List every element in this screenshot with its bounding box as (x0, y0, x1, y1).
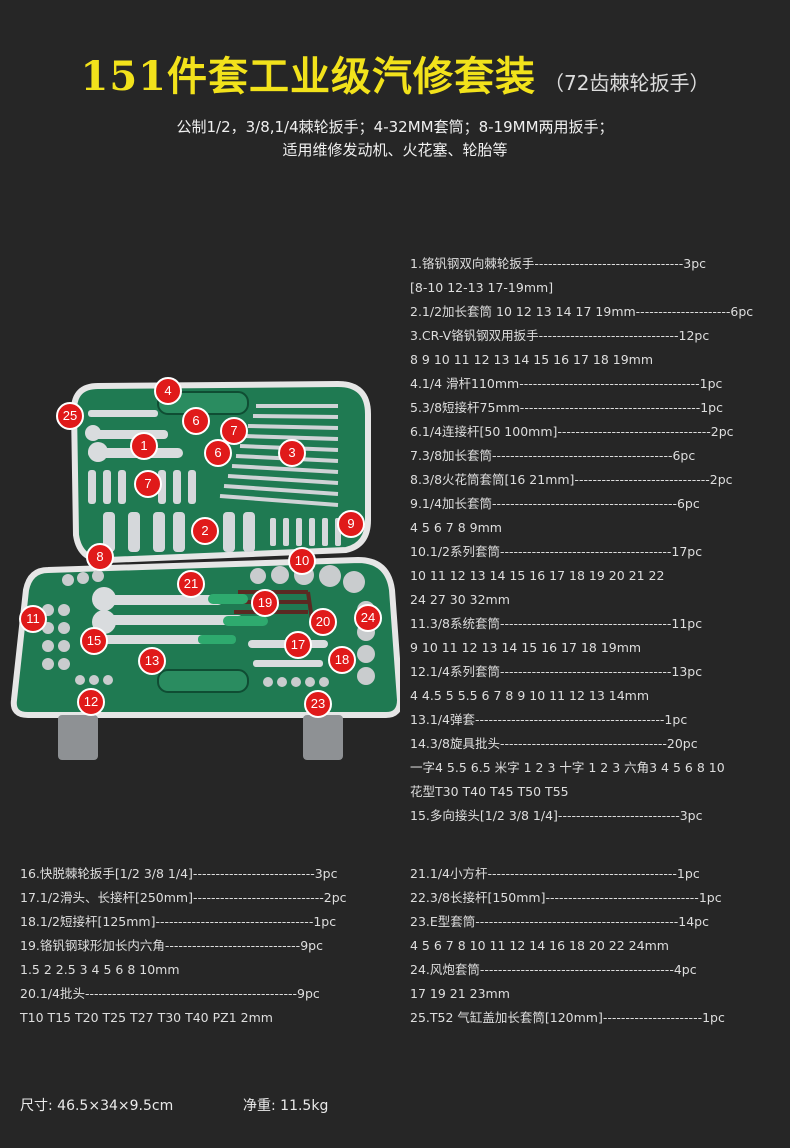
callout-4: 4 (154, 377, 182, 405)
list-item: 17.1/2滑头、长接杆[250mm]---------------------… (20, 890, 347, 905)
list-item: 1.铬钒钢双向棘轮扳手-----------------------------… (410, 256, 707, 271)
subtitle-line-1: 公制1/2，3/8,1/4棘轮扳手；4-32MM套筒；8-19MM两用扳手； (176, 118, 614, 136)
list-item: T10 T15 T20 T25 T27 T30 T40 PZ1 2mm (20, 1010, 273, 1025)
callout-23: 23 (304, 690, 332, 718)
list-item: 4.1/4 滑杆110mm---------------------------… (410, 376, 723, 391)
callout-3: 3 (278, 439, 306, 467)
list-item: 20.1/4批头--------------------------------… (20, 986, 320, 1001)
list-item: 9 10 11 12 13 14 15 16 17 18 19mm (410, 640, 642, 655)
callout-7b: 7 (134, 470, 162, 498)
list-item: 22.3/8长接杆[150mm]------------------------… (410, 890, 722, 905)
list-item: 25.T52 气缸盖加长套筒[120mm]-------------------… (410, 1010, 725, 1025)
callout-20: 20 (309, 608, 337, 636)
list-item: 8.3/8火花筒套筒[16 21mm]---------------------… (410, 472, 733, 487)
list-item: 1.5 2 2.5 3 4 5 6 8 10mm (20, 962, 180, 977)
callout-12: 12 (77, 688, 105, 716)
list-item: 10.1/2系列套筒------------------------------… (410, 544, 703, 559)
list-item: 7.3/8加长套筒-------------------------------… (410, 448, 696, 463)
callout-19: 19 (251, 589, 279, 617)
list-item: 6.1/4连接杆[50 100mm]----------------------… (410, 424, 734, 439)
callout-18: 18 (328, 646, 356, 674)
title-main: 151件套工业级汽修套装 (80, 53, 537, 100)
toolset-image: 4 25 6 7 1 6 3 7 2 9 8 10 21 11 19 20 24… (8, 370, 404, 770)
list-item: 17 19 21 23mm (410, 986, 510, 1001)
list-item: 21.1/4小方杆-------------------------------… (410, 866, 700, 881)
title: 151件套工业级汽修套装 （72齿棘轮扳手） (0, 44, 790, 102)
list-item: 4 4.5 5 5.5 6 7 8 9 10 11 12 13 14mm (410, 688, 650, 703)
callout-6: 6 (182, 407, 210, 435)
callout-8: 8 (86, 543, 114, 571)
callout-11: 11 (19, 605, 47, 633)
callout-21: 21 (177, 570, 205, 598)
subtitle-line-2: 适用维修发动机、火花塞、轮胎等 (282, 141, 508, 159)
parts-list-bottom-left: 16.快脱棘轮扳手[1/2 3/8 1/4]------------------… (20, 862, 347, 1030)
list-item: 15.多向接头[1/2 3/8 1/4]--------------------… (410, 808, 703, 823)
parts-list-bottom-right: 21.1/4小方杆-------------------------------… (410, 862, 725, 1030)
callout-1: 1 (130, 432, 158, 460)
list-item: 5.3/8短接杆75mm----------------------------… (410, 400, 723, 415)
list-item: [8-10 12-13 17-19mm] (410, 280, 554, 295)
list-item: 18.1/2短接杆[125mm]------------------------… (20, 914, 337, 929)
list-item: 4 5 6 7 8 10 11 12 14 16 18 20 22 24mm (410, 938, 669, 953)
list-item: 2.1/2加长套筒 10 12 13 14 17 19mm-----------… (410, 304, 754, 319)
list-item: 10 11 12 13 14 15 16 17 18 19 20 21 22 (410, 568, 665, 583)
list-item: 一字4 5.5 6.5 米字 1 2 3 十字 1 2 3 六角3 4 5 6 … (410, 760, 725, 775)
list-item: 23.E型套筒---------------------------------… (410, 914, 709, 929)
list-item: 4 5 6 7 8 9mm (410, 520, 502, 535)
callout-2: 2 (191, 517, 219, 545)
list-item: 3.CR-V铬钒钢双用扳手---------------------------… (410, 328, 710, 343)
list-item: 9.1/4加长套筒-------------------------------… (410, 496, 700, 511)
title-sub: （72齿棘轮扳手） (544, 71, 710, 95)
list-item: 花型T30 T40 T45 T50 T55 (410, 784, 569, 799)
list-item: 16.快脱棘轮扳手[1/2 3/8 1/4]------------------… (20, 866, 338, 881)
callout-15: 15 (80, 627, 108, 655)
callout-24: 24 (354, 604, 382, 632)
callout-9: 9 (337, 510, 365, 538)
callout-7: 7 (220, 417, 248, 445)
list-item: 11.3/8系统套筒------------------------------… (410, 616, 703, 631)
list-item: 12.1/4系列套筒------------------------------… (410, 664, 703, 679)
callout-17: 17 (284, 631, 312, 659)
callout-6b: 6 (204, 439, 232, 467)
callout-10: 10 (288, 547, 316, 575)
spec-size: 尺寸: 46.5×34×9.5cm (20, 1098, 174, 1114)
callout-13: 13 (138, 647, 166, 675)
parts-list-right: 1.铬钒钢双向棘轮扳手-----------------------------… (410, 252, 753, 828)
toolset-case-illustration (10, 380, 404, 760)
list-item: 24.风炮套筒---------------------------------… (410, 962, 697, 977)
spec-weight: 净重: 11.5kg (243, 1098, 329, 1114)
list-item: 24 27 30 32mm (410, 592, 510, 607)
list-item: 14.3/8旋具批头------------------------------… (410, 736, 698, 751)
list-item: 8 9 10 11 12 13 14 15 16 17 18 19mm (410, 352, 654, 367)
list-item: 19.铬钒钢球形加长内六角---------------------------… (20, 938, 323, 953)
list-item: 13.1/4弹套--------------------------------… (410, 712, 688, 727)
callout-25: 25 (56, 402, 84, 430)
